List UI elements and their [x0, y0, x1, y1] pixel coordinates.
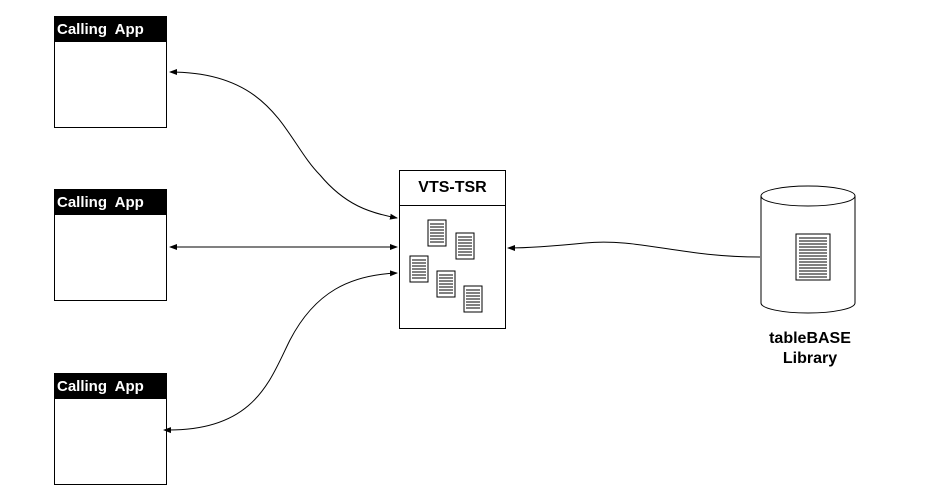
table-icon	[463, 285, 483, 313]
library-label-line-2: Library	[782, 350, 838, 367]
library-label-line-1: tableBASE	[769, 330, 851, 347]
library-table-icon	[795, 233, 831, 281]
calling-app-title-3: Calling App	[55, 374, 166, 399]
calling-app-title-2: Calling App	[55, 190, 166, 215]
calling-app-box-1: Calling App	[54, 16, 167, 128]
calling-app-box-2: Calling App	[54, 189, 167, 301]
connector-top-app-tsr	[169, 69, 398, 220]
vts-tsr-title: VTS-TSR	[400, 171, 505, 206]
connector-bottom-app-tsr	[163, 270, 398, 434]
vts-tsr-box: VTS-TSR	[399, 170, 506, 329]
table-icons-group	[409, 219, 483, 313]
table-icon	[409, 255, 429, 283]
library-cylinder-icon	[760, 185, 856, 314]
table-icon	[455, 232, 475, 260]
calling-app-box-3: Calling App	[54, 373, 167, 485]
calling-app-title-1: Calling App	[55, 17, 166, 42]
table-icon	[436, 270, 456, 298]
library-label: tableBASE Library	[740, 329, 880, 369]
connector-library-tsr	[507, 241, 761, 258]
table-icon	[427, 219, 447, 247]
